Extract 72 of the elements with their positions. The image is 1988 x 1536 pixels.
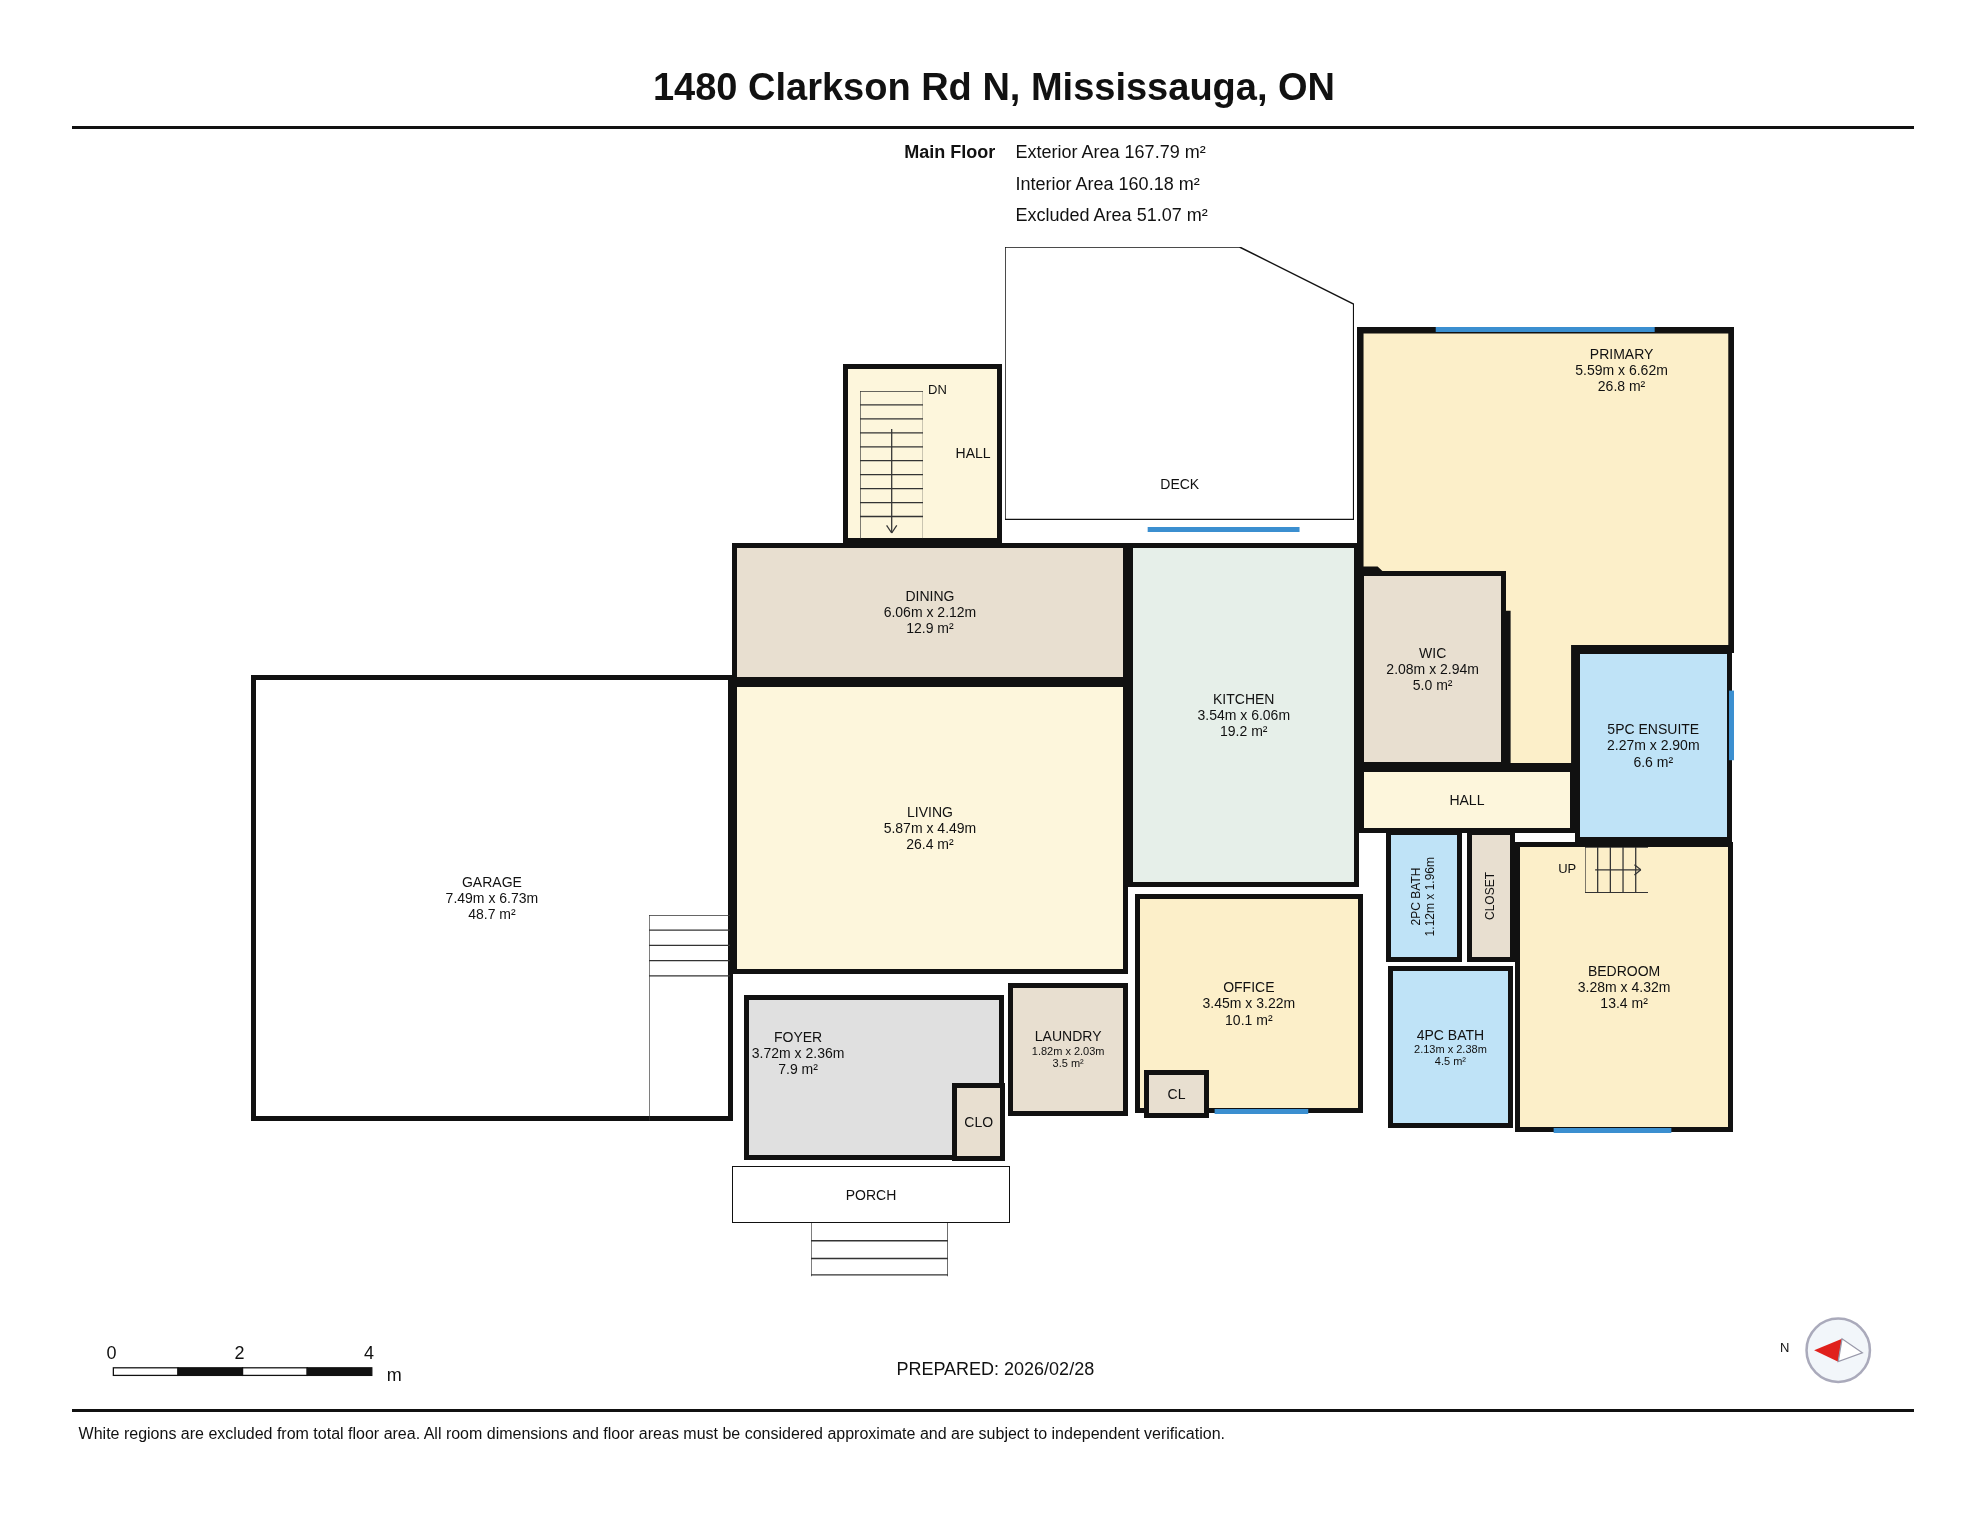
- prepared-date: PREPARED: 2026/02/28: [895, 1359, 1096, 1381]
- room-dimensions: 7.49m x 6.73m: [445, 889, 539, 906]
- room: [843, 363, 1002, 543]
- room: [744, 995, 1005, 1161]
- scale-number: 0: [106, 1342, 118, 1364]
- room: [1143, 1070, 1210, 1119]
- floor-area: 10.1 m²: [1225, 1011, 1273, 1028]
- room: [1515, 841, 1734, 1133]
- room-name: GARAGE: [461, 873, 522, 890]
- room-dimensions: 3.54m x 6.06m: [1197, 707, 1291, 724]
- room-name: PORCH: [845, 1186, 897, 1203]
- floor-area: 19.2 m²: [1220, 723, 1268, 740]
- room-dimensions: 2.27m x 2.90m: [1606, 737, 1700, 754]
- floor-area: 12.9 m²: [906, 620, 954, 637]
- room: [1385, 830, 1462, 963]
- room-dimensions: 5.87m x 4.49m: [883, 819, 977, 836]
- scale-number: 2: [234, 1342, 246, 1364]
- stair-direction: DN: [928, 381, 948, 397]
- floor-area: 26.8 m²: [1597, 377, 1646, 394]
- room-dimensions: 5.59m x 6.62m: [1575, 361, 1668, 378]
- floor-name: Main Floor: [903, 142, 996, 163]
- room-dimensions: 3.72m x 2.36m: [751, 1044, 845, 1061]
- room: [251, 674, 733, 1121]
- room-name: KITCHEN: [1213, 690, 1275, 707]
- area-summary: Excluded Area 51.07 m²: [1015, 205, 1209, 227]
- room-name: 5PC ENSUITE: [1607, 721, 1700, 738]
- room: [952, 1082, 1006, 1162]
- room-name: DECK: [1160, 476, 1200, 493]
- page-title: 1480 Clarkson Rd N, Mississauga, ON: [651, 65, 1337, 110]
- room-dimensions: 3.28m x 4.32m: [1577, 978, 1671, 996]
- room: [731, 1166, 1011, 1224]
- room: [1005, 247, 1355, 520]
- compass-north: N: [1780, 1340, 1791, 1356]
- floor-area: 5.0 m²: [1412, 676, 1453, 693]
- room-dimensions: 1.82m x 2.03m: [1031, 1044, 1105, 1058]
- floor-area: 6.6 m²: [1633, 753, 1674, 770]
- room-name: 2PC BATH: [1410, 867, 1424, 926]
- scale-number: 4: [363, 1342, 375, 1364]
- room-name: CLOSET: [1484, 872, 1498, 921]
- room-name: FOYER: [774, 1028, 823, 1045]
- room-name: OFFICE: [1223, 979, 1275, 996]
- room-dimensions: 1.12m x 1.96m: [1423, 856, 1438, 937]
- floor-area: 3.5 m²: [1052, 1057, 1084, 1070]
- room-name: HALL: [955, 445, 991, 462]
- area-summary: Exterior Area 167.79 m²: [1015, 142, 1207, 163]
- floor-area: 48.7 m²: [468, 905, 516, 922]
- room-name: 4PC BATH: [1416, 1026, 1485, 1043]
- room: [1388, 966, 1513, 1129]
- room-dimensions: 3.45m x 3.22m: [1202, 995, 1296, 1012]
- room-name: WIC: [1419, 644, 1447, 661]
- floor-area: 4.5 m²: [1434, 1055, 1466, 1068]
- room: [1356, 327, 1735, 768]
- floor-area: 7.9 m²: [778, 1060, 818, 1077]
- room-name: CL: [1167, 1086, 1186, 1103]
- room-dimensions: 6.06m x 2.12m: [883, 604, 977, 621]
- room-name: LAUNDRY: [1034, 1028, 1102, 1045]
- stair-direction: UP: [1558, 860, 1578, 876]
- area-summary: Interior Area 160.18 m²: [1015, 173, 1201, 195]
- room-name: CLO: [964, 1113, 994, 1130]
- room-name: LIVING: [907, 803, 953, 820]
- scale-unit: m: [386, 1365, 403, 1387]
- room-name: PRIMARY: [1589, 345, 1654, 362]
- room-name: DINING: [905, 588, 955, 605]
- floor-area: 26.4 m²: [906, 835, 954, 853]
- room-dimensions: 2.08m x 2.94m: [1386, 660, 1479, 677]
- footnote: White regions are excluded from total floor area. All room dimensions and floor areas must be considered approximate and are subject to independent verification.: [78, 1425, 1226, 1444]
- room: [1007, 982, 1129, 1116]
- room: [1466, 830, 1516, 963]
- room-name: BEDROOM: [1587, 962, 1661, 979]
- room-dimensions: 2.13m x 2.38m: [1414, 1042, 1487, 1056]
- room-name: HALL: [1449, 791, 1485, 809]
- floor-area: 13.4 m²: [1600, 995, 1648, 1012]
